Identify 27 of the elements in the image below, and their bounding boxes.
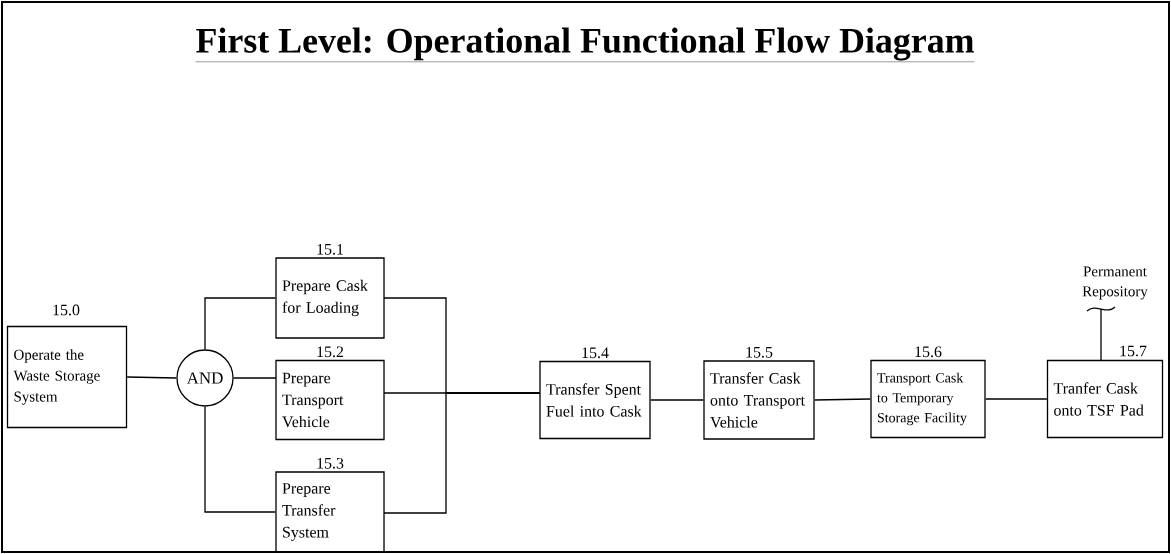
- step-number: 15.4: [582, 347, 609, 359]
- connector-line: [650, 399, 704, 401]
- process-box: Transfer Spent Fuel into Cask: [539, 360, 651, 440]
- process-box: Prepare Transport Vehicle: [275, 359, 385, 441]
- step-number: 15.0: [53, 304, 80, 316]
- connector-line: [985, 398, 1048, 400]
- title: First Level: Operational Functional Flow Diagram: [195, 27, 975, 62]
- step-number: 15.1: [317, 243, 343, 255]
- process-box: Prepare Cask for Loading: [275, 257, 385, 339]
- step-number: 15.6: [915, 346, 942, 358]
- destination-label: Permanent Repository: [1082, 266, 1148, 300]
- step-number: 15.5: [746, 346, 773, 358]
- connector-line: [1100, 308, 1102, 362]
- connector-line: [383, 392, 541, 514]
- process-box: Operate the Waste Storage System: [6, 325, 128, 429]
- connector-line: [204, 297, 276, 350]
- step-number: 15.3: [317, 457, 344, 469]
- connector-line: [126, 376, 177, 379]
- connector-line: [204, 406, 276, 513]
- process-box: Transfer Cask onto Transport Vehicle: [703, 360, 815, 440]
- connector-line: [814, 398, 871, 401]
- connector-line: [233, 377, 277, 379]
- step-number: 15.2: [317, 346, 344, 358]
- process-box: Tranfer Cask onto TSF Pad: [1046, 359, 1164, 439]
- process-box: Transport Cask to Temporary Storage Facility: [870, 359, 986, 439]
- step-number: 15.7: [1120, 345, 1147, 357]
- process-box: Prepare Transfer System: [275, 471, 385, 553]
